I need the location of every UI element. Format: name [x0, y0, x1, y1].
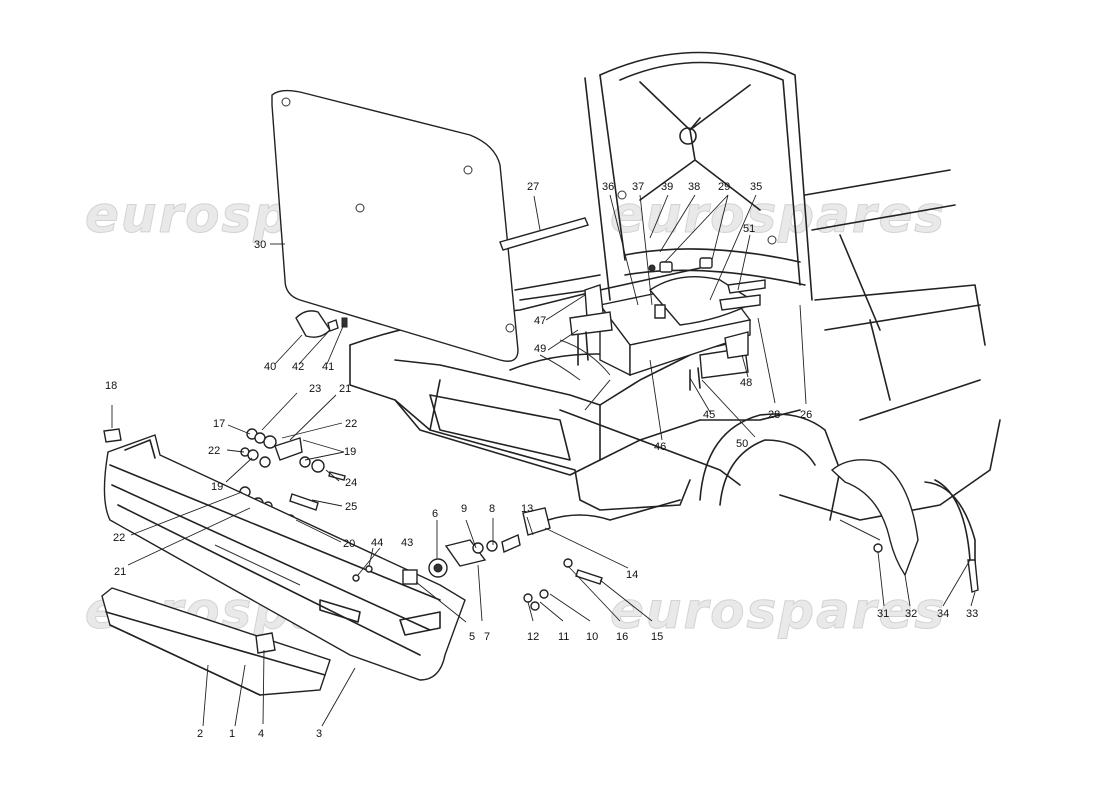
callout-46: 46: [654, 441, 666, 453]
watermark-top-right: eurospares: [610, 186, 946, 244]
callout-50: 50: [736, 438, 748, 450]
callout-43: 43: [401, 537, 413, 549]
callout-47: 47: [534, 315, 546, 327]
bumper-fixing-parts: [352, 499, 681, 611]
callout-18: 18: [105, 380, 117, 392]
clip-18: [103, 428, 122, 443]
callout-45: 45: [703, 409, 715, 421]
plate-4: [255, 632, 276, 654]
callout-38: 38: [688, 181, 700, 193]
callout-29: 29: [718, 181, 730, 193]
latch-parts-40-42: [295, 310, 348, 338]
callout-21-bottom: 21: [114, 566, 126, 578]
callout-49: 49: [534, 343, 546, 355]
callout-31: 31: [877, 608, 889, 620]
callout-8: 8: [489, 503, 495, 515]
bumper-mount-hardware: [239, 428, 346, 526]
callout-9: 9: [461, 503, 467, 515]
callout-15: 15: [651, 631, 663, 643]
callout-1: 1: [229, 728, 235, 740]
lower-grille: [101, 587, 331, 696]
callout-14: 14: [626, 569, 638, 581]
callout-37: 37: [632, 181, 644, 193]
front-bumper: [103, 434, 466, 681]
callout-24: 24: [345, 477, 357, 489]
callout-10: 10: [586, 631, 598, 643]
callout-26: 26: [800, 409, 812, 421]
callout-22-mid: 22: [208, 445, 220, 457]
callout-40: 40: [264, 361, 276, 373]
callout-17: 17: [213, 418, 225, 430]
callout-20: 20: [343, 538, 355, 550]
callout-34: 34: [937, 608, 949, 620]
callout-11: 11: [558, 631, 569, 643]
wheel-arch-liner: [830, 459, 979, 593]
callout-30: 30: [254, 239, 266, 251]
callout-32: 32: [905, 608, 917, 620]
callout-42: 42: [292, 361, 304, 373]
seal-strip: [499, 217, 589, 251]
callout-3: 3: [316, 728, 322, 740]
callout-13: 13: [521, 503, 533, 515]
car-body-outline: [349, 51, 1001, 541]
callout-48: 48: [740, 377, 752, 389]
callout-41: 41: [322, 361, 334, 373]
callout-7: 7: [484, 631, 490, 643]
callout-22-bottom: 22: [113, 532, 125, 544]
callout-5: 5: [469, 631, 475, 643]
callout-19-right: 19: [344, 446, 356, 458]
callout-51: 51: [743, 223, 755, 235]
callout-39: 39: [661, 181, 673, 193]
callout-labels: 1 2 3 4 5 6 7 8 9 10 11 12 13 14 15 16 1…: [105, 181, 978, 740]
leader-lines: [111, 194, 976, 727]
callout-44: 44: [371, 537, 383, 549]
callout-21-top: 21: [339, 383, 351, 395]
callout-19-left: 19: [211, 481, 223, 493]
callout-2: 2: [197, 728, 203, 740]
callout-22-top: 22: [345, 418, 357, 430]
callout-27: 27: [527, 181, 539, 193]
callout-35: 35: [750, 181, 762, 193]
callout-16: 16: [616, 631, 628, 643]
callout-4: 4: [258, 728, 264, 740]
watermark-bottom-right: eurospares: [610, 582, 946, 640]
callout-36: 36: [602, 181, 614, 193]
callout-25: 25: [345, 501, 357, 513]
hood-insulation-pad: [271, 89, 519, 362]
callout-6: 6: [432, 508, 438, 520]
callout-12: 12: [527, 631, 539, 643]
battery-tray-assembly: [569, 257, 766, 391]
callout-28: 28: [768, 409, 780, 421]
callout-33: 33: [966, 608, 978, 620]
callout-23: 23: [309, 383, 321, 395]
